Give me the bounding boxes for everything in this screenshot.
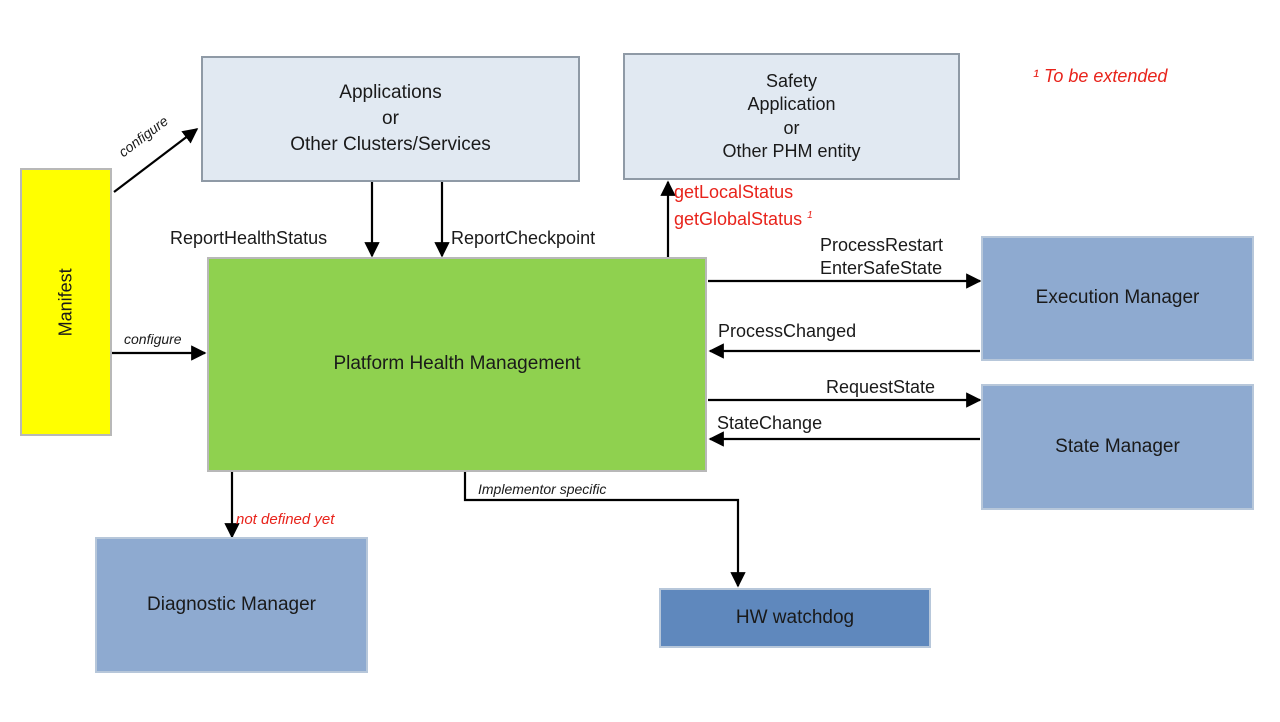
applications-line-2: or — [382, 107, 399, 129]
safety-line-4: Other PHM entity — [722, 140, 861, 161]
diagnostic-manager-label: Diagnostic Manager — [147, 593, 316, 615]
footnote-marker: 1 — [807, 210, 813, 221]
state-manager-box: State Manager — [981, 384, 1254, 510]
arrow-implementor-specific — [463, 472, 746, 588]
hw-watchdog-label: HW watchdog — [735, 606, 855, 628]
state-change-label: StateChange — [717, 413, 823, 433]
process-changed-label: ProcessChanged — [718, 321, 857, 341]
enter-safe-state-label: EnterSafeState — [820, 258, 943, 278]
applications-line-1: Applications — [339, 81, 442, 103]
safety-box: Safety Application or Other PHM entity — [623, 53, 960, 180]
execution-manager-label: Execution Manager — [1035, 287, 1200, 309]
applications-line-3: Other Clusters/Services — [290, 134, 491, 156]
configure-label-mid: configure — [124, 331, 182, 347]
state-manager-label: State Manager — [1055, 435, 1180, 457]
report-checkpoint-label: ReportCheckpoint — [451, 228, 596, 248]
get-global-status-label: getGlobalStatus 1 — [674, 210, 813, 228]
request-state-label: RequestState — [826, 377, 936, 397]
applications-box: Applications or Other Clusters/Services — [201, 56, 580, 182]
not-defined-yet-label: not defined yet — [236, 511, 335, 528]
safety-line-2: Application — [747, 94, 836, 115]
arrow-configure-applications — [113, 128, 199, 193]
get-local-status-label: getLocalStatus — [674, 182, 794, 202]
safety-line-1: Safety — [765, 70, 818, 91]
manifest-label: Manifest — [55, 267, 76, 337]
process-restart-label: ProcessRestart — [820, 235, 944, 255]
get-global-status-text: getGlobalStatus — [674, 209, 803, 229]
phm-box: Platform Health Management — [207, 257, 707, 472]
manifest-box: Manifest — [20, 168, 112, 436]
phm-label: Platform Health Management — [333, 353, 581, 375]
execution-manager-box: Execution Manager — [981, 236, 1254, 361]
safety-line-3: or — [783, 117, 800, 138]
implementor-specific-label: Implementor specific — [478, 481, 607, 497]
report-health-status-label: ReportHealthStatus — [170, 228, 328, 248]
footnote-to-be-extended: ¹ To be extended — [1033, 66, 1168, 86]
hw-watchdog-box: HW watchdog — [659, 588, 931, 648]
diagnostic-manager-box: Diagnostic Manager — [95, 537, 368, 673]
